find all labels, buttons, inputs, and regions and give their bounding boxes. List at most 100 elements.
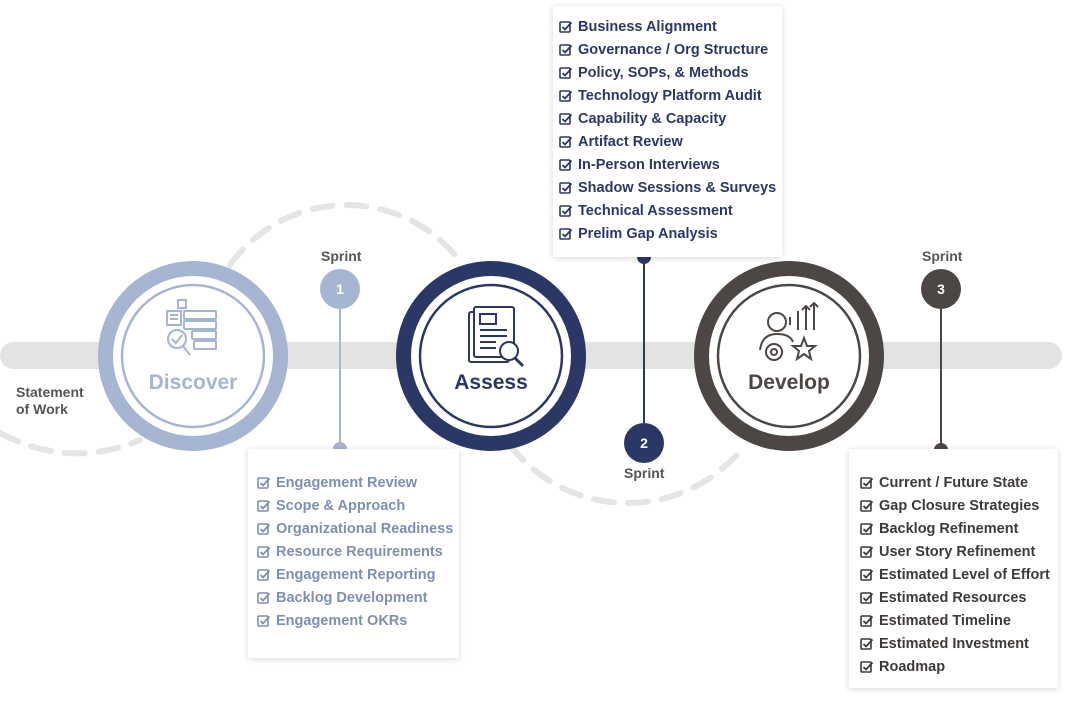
checklist-item-label: Estimated Investment bbox=[879, 635, 1029, 652]
checklist-item: Shadow Sessions & Surveys bbox=[559, 176, 782, 199]
checklist-item: In-Person Interviews bbox=[559, 153, 782, 176]
checkbox-icon bbox=[559, 43, 573, 56]
checklist-item: Estimated Investment bbox=[860, 632, 1058, 655]
checkbox-icon bbox=[860, 522, 874, 535]
checkbox-icon bbox=[257, 591, 271, 604]
checkbox-icon bbox=[559, 66, 573, 79]
checkbox-icon bbox=[860, 614, 874, 627]
checklist-item-label: Engagement OKRs bbox=[276, 612, 408, 629]
checklist-item: User Story Refinement bbox=[860, 540, 1058, 563]
checkbox-icon bbox=[559, 89, 573, 102]
checklist-item: Gap Closure Strategies bbox=[860, 494, 1058, 517]
checklist-item-label: Technical Assessment bbox=[578, 202, 733, 219]
checklist-item-label: Business Alignment bbox=[578, 18, 717, 35]
sprint-2-badge bbox=[624, 423, 664, 463]
checkbox-icon bbox=[860, 591, 874, 604]
develop-title: Develop bbox=[748, 371, 830, 394]
checklist-item: Organizational Readiness bbox=[257, 517, 459, 540]
checkbox-icon bbox=[257, 545, 271, 558]
checkbox-icon bbox=[860, 660, 874, 673]
checklist-item: Backlog Refinement bbox=[860, 517, 1058, 540]
checklist-item: Estimated Resources bbox=[860, 586, 1058, 609]
dashed-arc-assess-develop bbox=[507, 442, 748, 506]
checkbox-icon bbox=[559, 181, 573, 194]
checklist-item-label: Roadmap bbox=[879, 658, 946, 675]
checklist-item-label: Backlog Development bbox=[276, 589, 428, 606]
checkbox-icon bbox=[559, 227, 573, 240]
sprint-3-number: 3 bbox=[937, 281, 945, 297]
checkbox-icon bbox=[257, 614, 271, 627]
checklist-item-label: Governance / Org Structure bbox=[578, 41, 769, 58]
checklist-item-label: Engagement Review bbox=[276, 474, 418, 491]
person-gear-growth-icon bbox=[759, 301, 819, 362]
checkbox-icon bbox=[559, 204, 573, 217]
checklist-item: Engagement Reporting bbox=[257, 563, 459, 586]
sprint-1-label: Sprint bbox=[321, 248, 362, 264]
checklist-item-label: Capability & Capacity bbox=[578, 110, 727, 127]
checkbox-icon bbox=[559, 112, 573, 125]
checkbox-icon bbox=[559, 135, 573, 148]
checklist-item: Prelim Gap Analysis bbox=[559, 222, 782, 245]
checklist-item: Scope & Approach bbox=[257, 494, 459, 517]
statement-of-work-label: Statement of Work bbox=[16, 384, 84, 418]
checklist-item: Artifact Review bbox=[559, 130, 782, 153]
checkbox-icon bbox=[257, 476, 271, 489]
checkbox-icon bbox=[559, 158, 573, 171]
checklist-item-label: Organizational Readiness bbox=[276, 520, 454, 537]
sprint-3-badge bbox=[921, 269, 961, 309]
dashed-arc-start bbox=[0, 430, 143, 457]
checklist-item: Policy, SOPs, & Methods bbox=[559, 61, 782, 84]
checkbox-icon bbox=[559, 20, 573, 33]
checklist-item-label: Backlog Refinement bbox=[879, 520, 1019, 537]
checkbox-icon bbox=[860, 476, 874, 489]
checklist-item-label: Estimated Level of Effort bbox=[879, 566, 1050, 583]
discover-title: Discover bbox=[148, 371, 238, 394]
checklist-item-label: Estimated Timeline bbox=[879, 612, 1011, 629]
checklist-item-label: Estimated Resources bbox=[879, 589, 1027, 606]
checkbox-icon bbox=[257, 499, 271, 512]
checklist-item-label: Policy, SOPs, & Methods bbox=[578, 64, 749, 81]
checklist-item-label: Engagement Reporting bbox=[276, 566, 436, 583]
checklist-item-label: Gap Closure Strategies bbox=[879, 497, 1040, 514]
checklist-item: Technology Platform Audit bbox=[559, 84, 782, 107]
checklist-item: Resource Requirements bbox=[257, 540, 459, 563]
assess-title: Assess bbox=[454, 371, 528, 394]
checklist-item: Engagement OKRs bbox=[257, 609, 459, 632]
checklist-item-label: Shadow Sessions & Surveys bbox=[578, 179, 777, 196]
checklist-item: Estimated Timeline bbox=[860, 609, 1058, 632]
checklist-item-label: Scope & Approach bbox=[276, 497, 406, 514]
checkbox-icon bbox=[860, 568, 874, 581]
checklist-item: Capability & Capacity bbox=[559, 107, 782, 130]
checklist-item: Governance / Org Structure bbox=[559, 38, 782, 61]
checklist-item: Backlog Development bbox=[257, 586, 459, 609]
checklist-item: Estimated Level of Effort bbox=[860, 563, 1058, 586]
sprint-2-label: Sprint bbox=[624, 465, 665, 481]
checklist-item: Current / Future State bbox=[860, 471, 1058, 494]
discover-circle bbox=[98, 261, 288, 451]
checklist-item-label: Current / Future State bbox=[879, 474, 1029, 491]
checklist-item-label: Technology Platform Audit bbox=[578, 87, 762, 104]
checkbox-icon bbox=[860, 637, 874, 650]
checklist-item-label: In-Person Interviews bbox=[578, 156, 720, 173]
checklist-item-label: Artifact Review bbox=[578, 133, 683, 150]
checklist-item-label: Prelim Gap Analysis bbox=[578, 225, 718, 242]
checklist-item-label: Resource Requirements bbox=[276, 543, 443, 560]
checkbox-icon bbox=[860, 545, 874, 558]
checklist-item: Technical Assessment bbox=[559, 199, 782, 222]
statement-of-work-line-1: Statement bbox=[16, 384, 84, 400]
checklist-item: Engagement Review bbox=[257, 471, 459, 494]
dashed-arc-discover-assess bbox=[227, 202, 458, 268]
data-search-icon bbox=[166, 299, 217, 356]
checkbox-icon bbox=[257, 568, 271, 581]
sprint-1-number: 1 bbox=[336, 281, 344, 297]
checkbox-icon bbox=[257, 522, 271, 535]
sprint-3-label: Sprint bbox=[922, 248, 963, 264]
sprint-2-number: 2 bbox=[640, 435, 648, 451]
